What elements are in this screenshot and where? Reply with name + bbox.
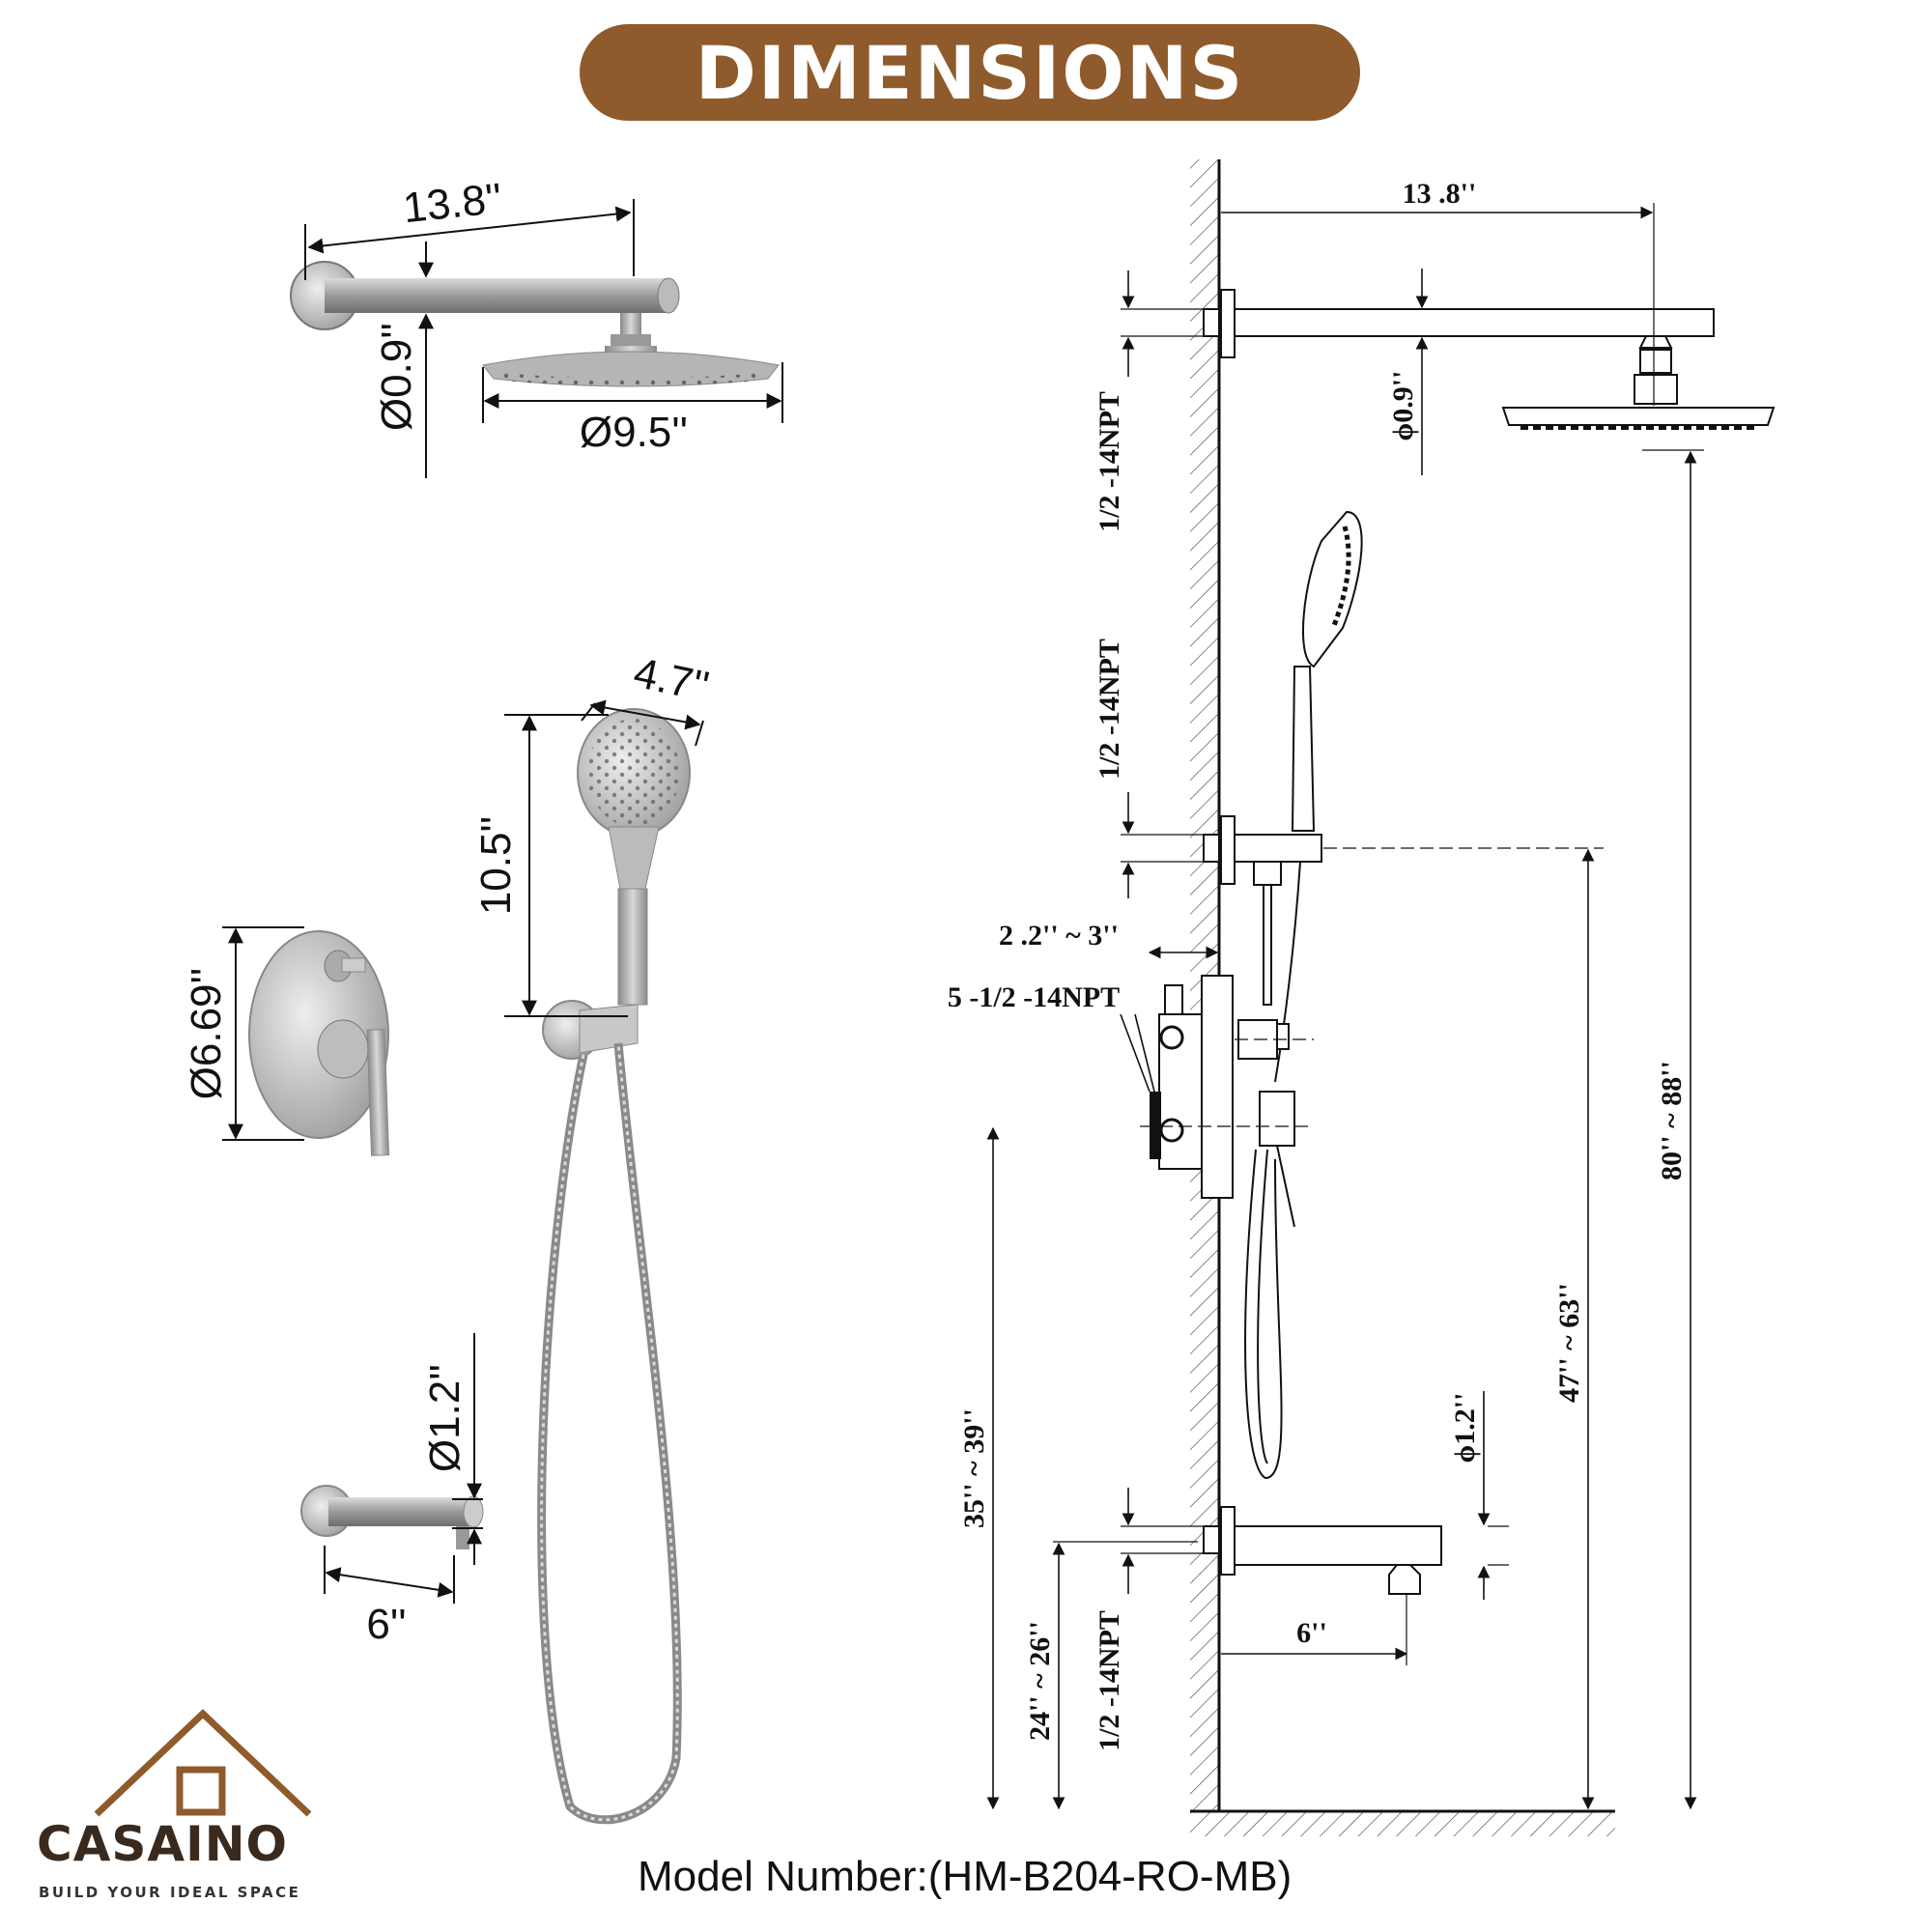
holder-height-label: 47'' ~ 63'' [1553,1283,1585,1403]
tech-dim-spout: ϕ1.2'' 6'' [1221,1391,1509,1665]
tech-arm-diameter-label: ϕ0.9'' [1387,371,1419,441]
trim-diameter-label: Ø6.69'' [183,968,230,1100]
npt-mid-label: 1/2 -14NPT [1094,639,1125,780]
tub-spout-illustration [300,1485,484,1549]
dim-spout-length: 6'' [324,1546,455,1648]
dim-hand-length: 10.5'' [472,714,628,1017]
trim-plate [248,930,389,1139]
tub-spout [328,1497,473,1526]
title-banner: DIMENSIONS [580,24,1360,121]
hand-shower-handle [617,888,648,1006]
model-number: Model Number:(HM-B204-RO-MB) [638,1853,1292,1901]
tech-rain-shower [1203,289,1776,430]
dim-trim-diameter: Ø6.69'' [183,926,304,1141]
arm-length-label: 13.8'' [401,175,504,232]
temperature-handle [317,1019,369,1079]
tech-dim-depth: 2 .2'' ~ 3'' 5 -1/2 -14NPT [948,920,1219,1112]
arm-diameter-label: Ø0.9'' [373,323,420,431]
valve-height-label: 35'' ~ 39'' [958,1408,990,1528]
tech-arm-length-label: 13 .8'' [1403,178,1477,210]
spout-height-label: 24'' ~ 26'' [1024,1621,1056,1741]
npt-bottom-label: 1/2 -14NPT [1094,1610,1125,1751]
tech-dim-npt-mid: 1/2 -14NPT [1094,639,1604,898]
depth-label: 2 .2'' ~ 3'' [999,920,1119,952]
npt-top-label: 1/2 -14NPT [1094,391,1125,532]
dim-spout-diameter: Ø1.2'' [421,1333,483,1565]
valve-trim-illustration [248,930,390,1156]
tech-tub-spout [1203,1506,1442,1595]
model-code: (HM-B204-RO-MB) [927,1853,1293,1900]
brand-name: CASAINO [37,1816,289,1872]
dim-head-diameter: Ø9.5'' [482,362,783,456]
rain-shower-illustration [290,261,780,387]
spout-length-label: 6'' [366,1601,406,1648]
hand-shower-illustration [537,708,691,1825]
hand-length-label: 10.5'' [472,816,520,915]
tech-dim-arm: 13 .8'' ϕ0.9'' [1221,178,1655,475]
spout-diameter-label: Ø1.2'' [421,1364,469,1472]
head-diameter-label: Ø9.5'' [580,409,688,456]
diverter-knob [341,957,366,973]
brand-tagline: BUILD YOUR IDEAL SPACE [39,1884,301,1901]
shower-arm [325,278,668,313]
casaino-logo-house [94,1709,312,1817]
head-height-label: 80'' ~ 88'' [1656,1061,1688,1180]
shower-hose [537,1042,682,1825]
model-label: Model Number: [638,1853,928,1900]
dim-arm-diameter: Ø0.9'' [373,242,434,478]
tech-dim-npt-bottom: 1/2 -14NPT [1094,1488,1204,1751]
tech-spout-length-label: 6'' [1296,1617,1327,1649]
tech-dim-npt-top: 1/2 -14NPT [1094,270,1204,532]
tech-valve [1140,975,1314,1199]
tech-spout-diameter-label: ϕ1.2'' [1449,1393,1481,1463]
dim-arm-length: 13.8'' [304,175,635,280]
hand-width-label: 4.7'' [630,649,713,711]
tech-height-dims: 80'' ~ 88'' 47'' ~ 63'' 35'' ~ 39'' 24''… [958,449,1704,1810]
valve-npt-label: 5 -1/2 -14NPT [948,981,1120,1013]
tech-hand-shower [1203,510,1363,1480]
